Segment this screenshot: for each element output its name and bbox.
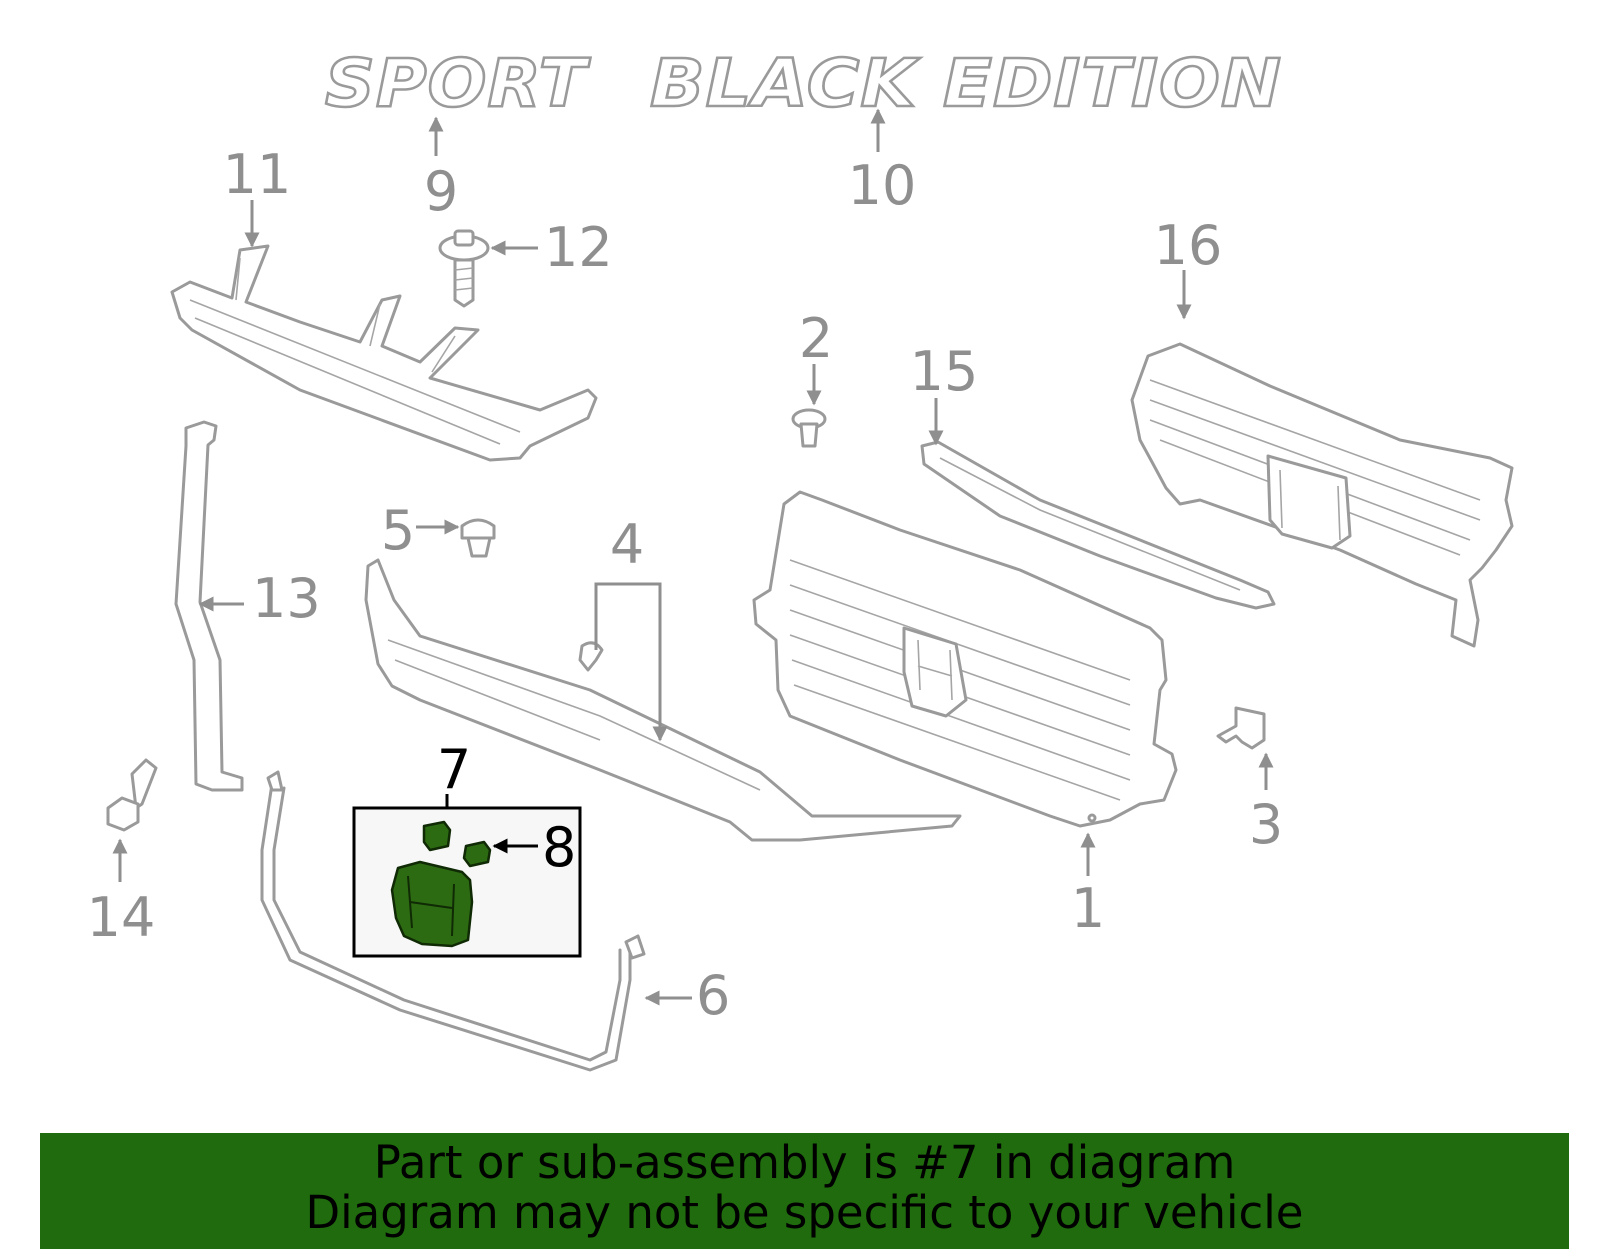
callout-15: 15	[910, 340, 979, 403]
part-7-emblem	[390, 860, 474, 948]
banner-line-disclaimer: Diagram may not be specific to your vehi…	[305, 1186, 1304, 1239]
svg-text:BLACK EDITION: BLACK EDITION	[650, 45, 1282, 122]
callout-2: 2	[799, 307, 833, 370]
callout-9: 9	[424, 160, 458, 223]
callout-8: 8	[542, 816, 576, 879]
callout-6: 6	[696, 964, 730, 1027]
callout-14: 14	[87, 886, 156, 949]
part-8-clip-b	[462, 840, 492, 868]
svg-text:SPORT: SPORT	[325, 45, 591, 122]
part-3-bracket	[1216, 706, 1266, 750]
leader-lines	[112, 108, 1274, 1006]
part-15-garnish-strip	[920, 440, 1276, 610]
callout-7: 7	[437, 738, 471, 801]
part-6-lower-molding	[260, 770, 646, 1072]
callout-16: 16	[1154, 214, 1223, 277]
callout-13: 13	[252, 567, 321, 630]
part-13-side-bracket	[174, 420, 244, 792]
sport-badge: SPORT	[324, 44, 592, 124]
part-1-front-grille	[752, 490, 1178, 828]
highlight-box	[352, 806, 582, 958]
black-edition-badge: BLACK EDITION	[649, 44, 1283, 124]
part-11-upper-beam	[170, 244, 598, 462]
part-14-screw	[106, 758, 158, 832]
callout-12: 12	[544, 216, 613, 279]
part-5-clip	[460, 518, 496, 558]
callout-10: 10	[848, 154, 917, 217]
info-banner: Part or sub-assembly is #7 in diagram Di…	[40, 1133, 1569, 1249]
callout-4: 4	[610, 513, 644, 576]
part-2-fastener	[791, 408, 827, 448]
banner-line-part: Part or sub-assembly is #7 in diagram	[373, 1136, 1236, 1189]
callouts: 9 10 11 12 16 2 15 5 4 13 14 3 1 6 7 8	[87, 143, 1284, 1027]
part-4-lower-garnish	[364, 558, 962, 842]
part-8-clip-a	[422, 820, 452, 852]
part-12-bolt	[438, 229, 490, 308]
callout-3: 3	[1249, 793, 1283, 856]
callout-5: 5	[381, 499, 415, 562]
callout-11: 11	[223, 143, 292, 206]
callout-1: 1	[1071, 877, 1105, 940]
part-16-grille-base	[1130, 342, 1514, 648]
